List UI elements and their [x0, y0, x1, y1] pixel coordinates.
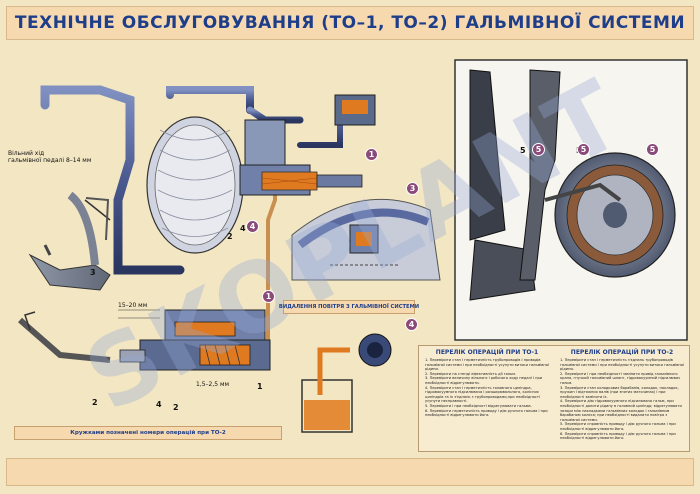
list-item: 3. Перевірити величину вільного і робочо…	[425, 376, 543, 385]
list-item: 2. Перевірити на стенді ефективність дії…	[425, 371, 517, 376]
cylinder-caption: Кружками позначені номери операцій при Т…	[14, 426, 282, 440]
list-item: 6. Перевірити герметичність приводу і ді…	[425, 408, 548, 418]
number-2-label: 2	[92, 398, 98, 407]
to1-heading: ПЕРЕЛІК ОПЕРАЦІЙ ПРИ ТО-1	[435, 349, 539, 356]
operation-badge-4: 4	[405, 318, 418, 331]
badge-number: 5	[535, 145, 542, 154]
brake-shoe-detail	[291, 198, 441, 281]
number-4-label-b: 4	[240, 224, 246, 233]
operation-badge-3: 3	[406, 182, 419, 195]
to1-column: ПЕРЕЛІК ОПЕРАЦІЙ ПРИ ТО-1 1. Перевірити …	[422, 346, 552, 451]
badge-number: 4	[249, 222, 256, 231]
list-item: 4. Перевірити стан і герметичність голов…	[425, 385, 540, 404]
number-2-label-c: 2	[227, 232, 233, 241]
master-cylinder	[118, 309, 271, 371]
cylinder-caption-text: Кружками позначені номери операцій при Т…	[70, 430, 226, 436]
gap-label-1: 15–20 мм	[118, 302, 148, 309]
list-item: 6. Перевірити справність приводу і дію р…	[560, 431, 676, 441]
to2-heading: ПЕРЕЛІК ОПЕРАЦІЙ ПРИ ТО-2	[570, 349, 674, 356]
operation-badge-5a: 5	[532, 143, 545, 156]
list-item: 1. Перевірити стан і герметичність трубо…	[425, 358, 549, 372]
list-item: 5. Перевірити справність приводу і дію р…	[560, 422, 676, 431]
operations-panel: ПЕРЕЛІК ОПЕРАЦІЙ ПРИ ТО-1 1. Перевірити …	[418, 345, 690, 452]
number-2-label-b: 2	[173, 403, 179, 412]
number-1-label: 1	[257, 382, 263, 391]
page-title: ТЕХНІЧНЕ ОБСЛУГОВУВАННЯ (ТО–1, ТО–2) ГАЛ…	[14, 13, 686, 33]
badge-number: 1	[265, 292, 272, 301]
list-item: 3. Перевірити стан колодкових барабанів,…	[560, 385, 679, 399]
title-bar: ТЕХНІЧНЕ ОБСЛУГОВУВАННЯ (ТО–1, ТО–2) ГАЛ…	[6, 6, 694, 40]
gap-label-2: 1,5–2,5 мм	[196, 381, 230, 388]
wheel-brake-illustration	[454, 59, 688, 341]
vacuum-booster	[146, 94, 376, 254]
operation-badge-5c: 5	[646, 143, 659, 156]
badge-number: 5	[580, 145, 587, 154]
free-play-label: Вільний хід гальмівної педалі 8–14 мм	[8, 150, 92, 164]
operation-badge-1b: 1	[262, 290, 275, 303]
badge-number: 1	[368, 150, 375, 159]
operation-badge-5b: 5	[577, 143, 590, 156]
to1-list: 1. Перевірити стан і герметичність трубо…	[422, 358, 552, 418]
number-3-label: 3	[90, 268, 96, 277]
operation-badge-4b: 4	[246, 220, 259, 233]
number-5-label: 5	[520, 146, 526, 155]
air-removal-caption-text: ВИДАЛЕННЯ ПОВІТРЯ З ГАЛЬМІВНОЇ СИСТЕМИ	[278, 304, 420, 310]
bottom-bar	[6, 458, 694, 486]
bleeding-illustration	[301, 333, 392, 433]
to2-list: 1. Перевірити стан і герметичність з'єдн…	[557, 358, 687, 441]
number-4-label: 4	[156, 400, 162, 409]
badge-number: 3	[409, 184, 416, 193]
air-removal-caption: ВИДАЛЕННЯ ПОВІТРЯ З ГАЛЬМІВНОЇ СИСТЕМИ	[279, 300, 419, 314]
operation-badge-1: 1	[365, 148, 378, 161]
list-item: 5. Перевірити і при необхідності відрегу…	[425, 403, 532, 408]
badge-number: 4	[408, 320, 415, 329]
to2-column: ПЕРЕЛІК ОПЕРАЦІЙ ПРИ ТО-2 1. Перевірити …	[557, 346, 687, 451]
brake-pedal	[18, 191, 111, 363]
list-item: 4. Перевірити дію гідровакуумного підсил…	[560, 399, 682, 422]
list-item: 1. Перевірити стан і герметичність з'єдн…	[560, 358, 684, 372]
badge-number: 5	[649, 145, 656, 154]
list-item: 2. Перевірити і при необхідності замінит…	[560, 371, 681, 385]
